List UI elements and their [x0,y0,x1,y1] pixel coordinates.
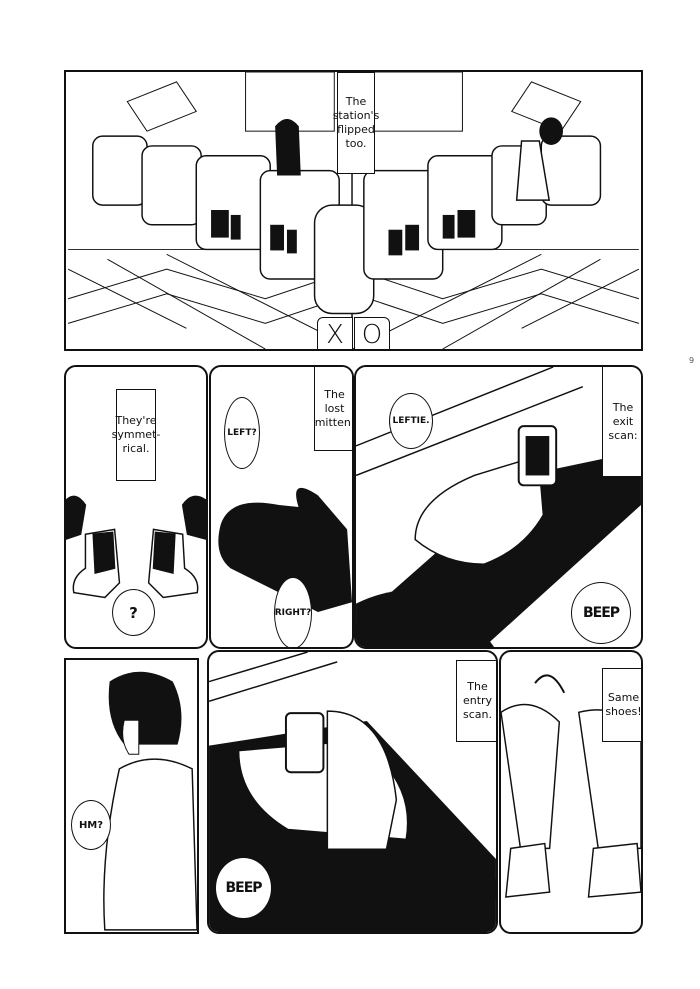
leftie-bubble: LEFTIE. [389,393,433,449]
boots-art [66,495,206,599]
girl-art [103,671,197,931]
caption-lost-mitten: The lost mitten. [314,367,352,451]
panel-boots: They're symmet-rical. ? [64,365,208,649]
panel-exit-scan: The exit scan: LEFTIE. BEEP [354,365,643,649]
caption-symmetrical: They're symmet-rical. [112,389,160,481]
beep-sfx-entry: BEEP [215,857,272,919]
page-number: 9 [689,356,695,365]
o-symbol: O [354,317,390,349]
hm-bubble: HM? [71,800,111,850]
shoes-art [501,674,641,898]
panel-girl: HM? [64,658,199,934]
exit-scan-art [356,367,641,647]
entry-scan-art [209,652,496,932]
station-gates-art [67,72,640,349]
caption-station-flipped: The station's flipped too. [333,72,379,174]
mitten-art [218,487,352,613]
panel-entry-scan: The entry scan. BEEP [207,650,498,934]
panel-mitten: The lost mitten. LEFT? RIGHT? [209,365,354,649]
caption-same-shoes: Same shoes! [602,668,641,742]
left-question-bubble: LEFT? [224,397,260,469]
caption-exit-scan: The exit scan: [602,367,641,477]
beep-sfx: BEEP [571,582,631,644]
panel-same-shoes: Same shoes! [499,650,643,934]
panel-station: The station's flipped too. X O [64,70,643,351]
caption-entry-scan: The entry scan. [456,660,496,742]
x-symbol: X [317,317,353,349]
question-bubble: ? [112,589,155,636]
right-question-bubble: RIGHT? [274,577,312,647]
